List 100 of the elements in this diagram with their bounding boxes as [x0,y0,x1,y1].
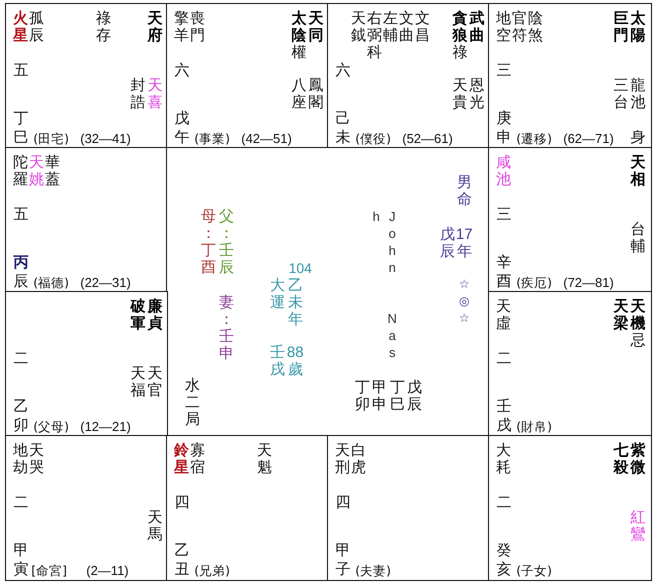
palace-numeral: 五 [13,62,28,79]
palace-cell [327,3,490,149]
palace-name: (子女) [516,562,552,580]
earthly-branch: 寅 [13,560,28,578]
star-name: 地劫 [12,442,28,476]
star-name: 白虎 [350,442,366,476]
major-star-name: 貪狼 [452,10,468,44]
age-range: (32—41) [80,130,131,148]
earthly-branch: 巳 [13,128,28,146]
palace-numeral: 六 [174,62,190,79]
palace-numeral: 二 [13,350,28,367]
heavenly-stem: 乙 [13,398,28,415]
star-name: 祿存 [96,10,111,44]
major-star-name: 破軍 [130,298,146,332]
palace-cell [166,3,329,149]
palace-name: (夫妻) [355,562,392,580]
star-name: 天姚 [28,154,44,188]
star-name: 文昌 [414,10,430,44]
transformation-mark: 權 [291,44,306,61]
major-star-name: 武曲 [469,10,484,44]
palace-name: (兄弟) [194,562,230,580]
transformation-mark: 忌 [630,332,646,349]
heavenly-stem: 辛 [496,254,512,271]
age-range: (62—71) [563,130,614,148]
decade-label: 大運 [270,276,285,311]
palace-numeral: 三 [496,62,512,79]
star-name: 陰煞 [528,10,543,44]
star-name: 官符 [512,10,527,44]
palace-name: [命宮] [31,562,68,580]
star-name: 喪門 [190,10,205,44]
palace-cell [166,435,329,581]
transformation-mark: 科 [366,44,382,61]
palace-cell [5,147,168,293]
star-name: 恩光 [469,76,484,111]
major-star-name: 天梁 [613,298,628,332]
name-text: J o h n N a s [388,208,397,361]
earthly-branch: 酉 [496,272,512,290]
heavenly-stem: 甲 [13,542,28,559]
palace-name: (事業) [194,130,230,148]
palace-name: (僕役) [355,130,392,148]
major-star-name: 七殺 [613,442,628,476]
major-star-name: 太陽 [630,10,646,44]
palace-name: (父母) [33,418,70,436]
birth-pillar: 甲申 [372,378,387,413]
heavenly-stem: 丙 [13,254,28,271]
major-star-name: 巨門 [613,10,628,44]
palace-cell [488,435,652,581]
palace-name: (財帛) [516,418,552,436]
birth-pillar: 丁卯 [354,378,370,413]
heavenly-stem: 庚 [496,110,512,127]
birth-pillar: 丁巳 [390,378,405,413]
star-name: 華蓋 [44,154,60,188]
major-star-name: 天同 [308,10,324,44]
palace-cell [327,435,490,581]
star-name: 天鉞 [350,10,366,44]
palace-name: (田宅) [33,130,70,148]
star-name: 文曲 [398,10,414,44]
palace-numeral: 六 [335,62,350,79]
star-name: 天喜 [147,76,162,111]
age-range: (12—21) [80,418,131,436]
palace-numeral: 二 [13,494,28,511]
palace-name: (疾厄) [516,274,552,292]
earthly-branch: 戌 [496,416,512,434]
palace-numeral: 二 [496,350,512,367]
star-name: 天官 [147,364,162,399]
palace-cell [488,3,652,149]
palace-name: (遷移) [516,130,552,148]
age-range: (2—11) [86,562,129,580]
heavenly-stem: 乙 [174,542,190,559]
star-name: 寡宿 [190,442,205,476]
star-name: 陀羅 [12,154,28,188]
star-name: 火星 [12,10,28,44]
star-symbols: ☆◎☆ [458,276,470,327]
palace-cell [488,147,652,293]
heavenly-stem: 丁 [13,110,28,127]
age-range: (42—51) [241,130,292,148]
heavenly-stem: 戊 [174,110,190,127]
birth-pillar: 戊辰 [406,378,422,413]
year-label: 乙未年 [288,276,303,328]
age-label: 88歲 [286,344,304,378]
star-name: 八座 [291,76,306,111]
earthly-branch: 卯 [13,416,28,434]
heavenly-stem: 癸 [496,542,512,559]
palace-cell [5,435,168,581]
major-star-name: 天機 [630,298,646,332]
major-star-name: 廉貞 [147,298,162,332]
palace-cell [5,291,168,437]
age-range: (52—61) [402,130,453,148]
heavenly-stem: 壬 [496,398,512,415]
palace-numeral: 四 [335,494,350,511]
major-star-name: 太陰 [291,10,306,44]
star-name: 左輔 [382,10,398,44]
major-star-name: 天府 [147,10,162,44]
star-name: 天刑 [334,442,350,476]
star-name: 天虛 [496,298,511,332]
earthly-branch: 丑 [174,560,190,578]
palace-cell [5,3,168,149]
star-name: 鈴星 [174,442,189,476]
body-palace-mark: 身 [630,128,646,146]
palace-name: (福德) [33,274,70,292]
